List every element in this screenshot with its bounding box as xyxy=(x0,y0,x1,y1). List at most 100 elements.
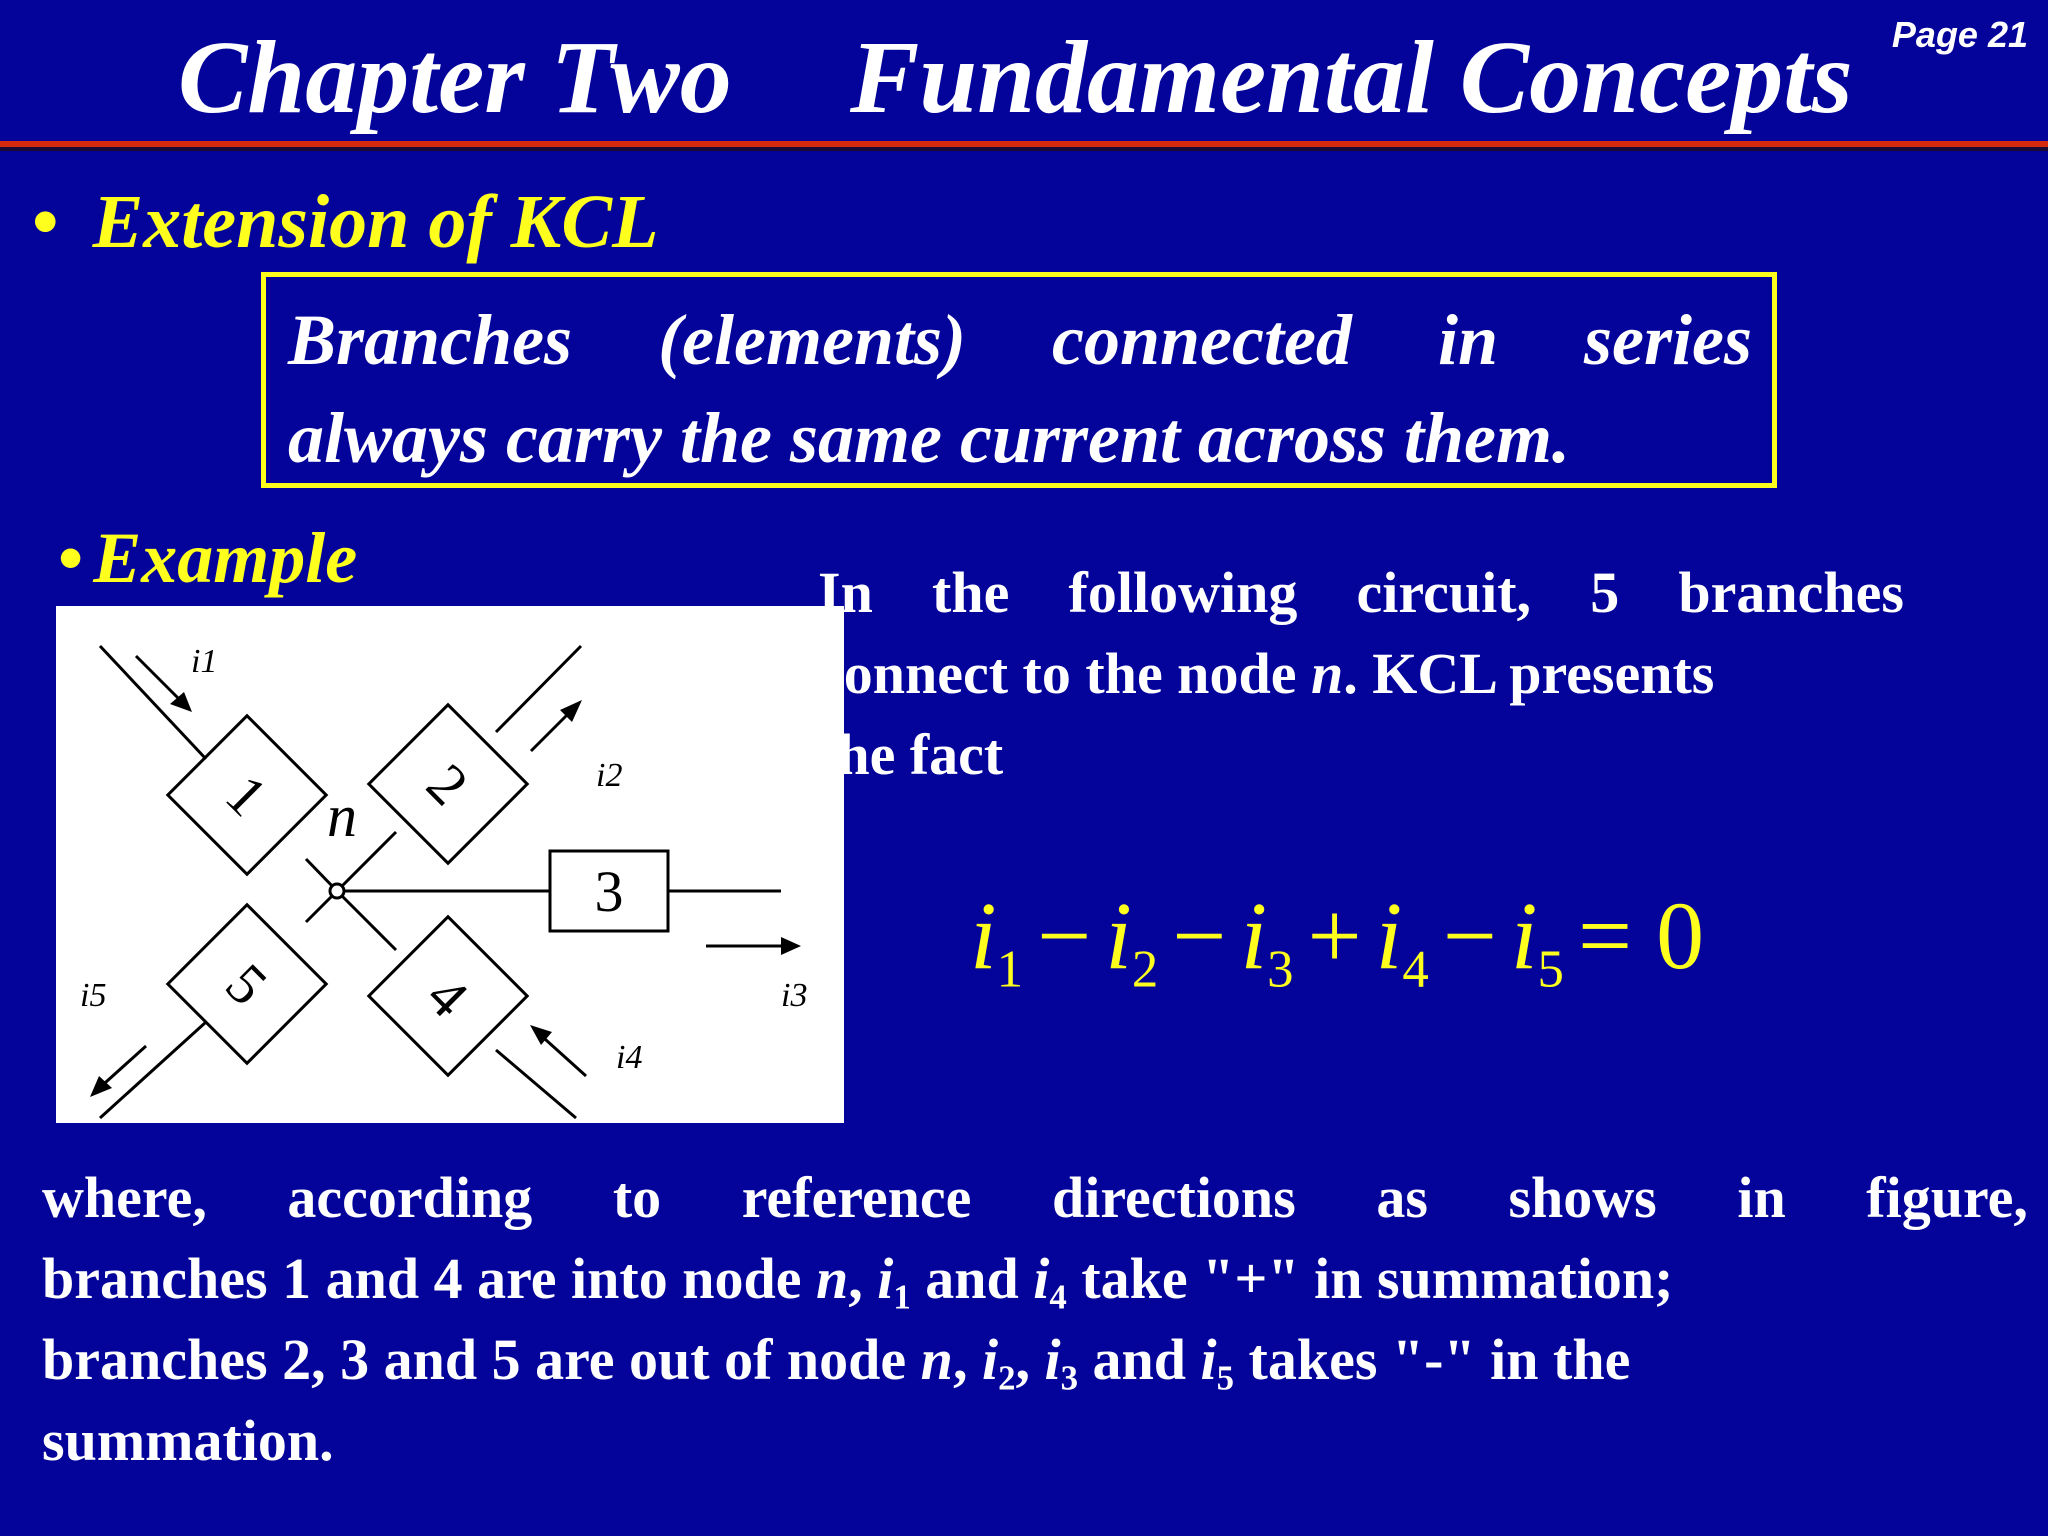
wire-2 xyxy=(335,830,398,893)
explanation-word: reference xyxy=(741,1165,972,1230)
bullet-example: •Example xyxy=(58,508,357,608)
page-number: Page 21 xyxy=(1891,14,2028,55)
lead-4 xyxy=(495,1048,577,1120)
node-variable: n xyxy=(815,1246,849,1311)
eq-var: i xyxy=(1105,882,1132,989)
explanation-line-2: branches 1 and 4 are into node n, i1 and… xyxy=(42,1238,2028,1319)
current-label-i2: i2 xyxy=(596,757,622,794)
definition-word: connected xyxy=(1052,300,1352,380)
eq-sub: 3 xyxy=(1267,940,1294,999)
node-variable: n xyxy=(920,1327,953,1392)
current-label-i1: i1 xyxy=(191,643,217,680)
explanation-word: in xyxy=(1737,1165,1786,1230)
current-variable: i xyxy=(1033,1246,1050,1311)
title-topic: Fundamental Concepts xyxy=(850,20,1853,135)
example-word: In xyxy=(818,560,873,625)
example-line-1: In the following circuit, 5 branches xyxy=(818,552,1904,633)
current-sub: 3 xyxy=(1060,1358,1078,1398)
example-text: . KCL presents xyxy=(1343,641,1715,706)
current-label-i4: i4 xyxy=(616,1039,642,1076)
element-label-4: 4 xyxy=(414,963,480,1029)
explanation-word: according xyxy=(287,1165,533,1230)
current-sub: 4 xyxy=(1049,1277,1067,1317)
explanation-line-4: summation. xyxy=(42,1408,334,1473)
element-box-5 xyxy=(165,902,329,1066)
header-rule-red xyxy=(0,141,2048,147)
current-variable: i xyxy=(981,1327,999,1392)
explanation-line-1: where, according to reference directions… xyxy=(42,1157,2028,1238)
current-variable: i xyxy=(1044,1327,1061,1392)
circuit-diagram: 1 2 3 4 5 n i1 i2 i3 i4 i5 xyxy=(56,606,844,1123)
explanation-text: and xyxy=(1078,1327,1201,1392)
definition-line-1: Branches (elements) connected in series xyxy=(288,291,1752,389)
eq-sub: 4 xyxy=(1402,940,1429,999)
arrowhead-i5 xyxy=(90,1076,112,1097)
arrowhead-i4 xyxy=(530,1025,552,1045)
kcl-equation: i1−i2−i3+i4−i5= 0 xyxy=(970,880,1718,996)
explanation-text: , xyxy=(952,1327,982,1392)
circuit-svg: 1 2 3 4 5 n i1 i2 i3 i4 i5 xyxy=(80,643,807,1120)
example-word: the xyxy=(932,560,1010,625)
lead-5 xyxy=(98,1020,208,1120)
eq-operator: − xyxy=(1037,882,1092,989)
bullet-example-label: Example xyxy=(93,518,358,598)
eq-operator: + xyxy=(1307,882,1362,989)
current-variable: i xyxy=(1200,1327,1217,1392)
explanation-word: as xyxy=(1376,1165,1428,1230)
arrowhead-i1 xyxy=(170,692,192,712)
eq-operator: − xyxy=(1442,882,1497,989)
example-line-3: the fact xyxy=(818,722,1004,787)
bullet-dot: • xyxy=(32,180,59,264)
bullet-extension-label: Extension of KCL xyxy=(92,180,659,264)
example-text: connect to the node xyxy=(818,641,1311,706)
eq-var: i xyxy=(970,882,997,989)
eq-sub: 1 xyxy=(996,940,1024,999)
slide-header: Chapter Two Fundamental Concepts Page 21 xyxy=(0,0,2048,140)
current-label-i3: i3 xyxy=(781,977,807,1014)
arrowhead-i3 xyxy=(781,937,801,955)
bullet-dot: • xyxy=(58,518,84,598)
element-label-1: 1 xyxy=(213,762,279,828)
element-label-2: 2 xyxy=(414,751,480,817)
explanation-text: branches 2, 3 and 5 are out of node xyxy=(42,1327,921,1392)
example-word: branches xyxy=(1678,560,1904,625)
node-label: n xyxy=(327,783,357,849)
example-description: In the following circuit, 5 branches con… xyxy=(818,552,1904,795)
bullet-extension-of-kcl: • Extension of KCL xyxy=(32,172,659,272)
explanation-line-3: branches 2, 3 and 5 are out of node n, i… xyxy=(42,1319,2028,1400)
current-label-i5: i5 xyxy=(80,977,106,1014)
explanation-word: shows xyxy=(1508,1165,1657,1230)
explanation-word: to xyxy=(612,1165,662,1230)
explanation-text: branches 1 and 4 are into node xyxy=(42,1246,816,1311)
explanation-word: figure, xyxy=(1866,1165,2028,1230)
node-variable: n xyxy=(1310,641,1344,706)
eq-sub: 5 xyxy=(1537,940,1564,999)
explanation-word: where, xyxy=(42,1165,207,1230)
eq-rhs: = 0 xyxy=(1577,882,1705,989)
definition-word: Branches xyxy=(288,300,573,380)
node-dot xyxy=(328,882,346,900)
lead-2 xyxy=(494,644,583,734)
current-sub: 2 xyxy=(998,1358,1016,1398)
element-label-3: 3 xyxy=(595,859,624,924)
element-box-4 xyxy=(366,914,530,1078)
explanation-text: , xyxy=(1015,1327,1045,1392)
eq-var: i xyxy=(1510,882,1538,989)
header-rule-dark xyxy=(0,147,2048,151)
element-box-3 xyxy=(548,849,670,933)
element-label-5: 5 xyxy=(213,951,279,1017)
eq-var: i xyxy=(1375,882,1403,989)
definition-word: series xyxy=(1584,300,1752,380)
eq-sub: 2 xyxy=(1131,940,1159,999)
definition-box: Branches (elements) connected in series … xyxy=(261,272,1777,488)
wire-4 xyxy=(335,889,398,952)
arrowhead-i2 xyxy=(560,700,582,722)
explanation-text: take "+" in summation; xyxy=(1066,1246,1674,1311)
definition-line-2: always carry the same current across the… xyxy=(288,398,1571,478)
element-box-1 xyxy=(165,713,329,877)
lead-1 xyxy=(98,644,208,761)
explanation-word: directions xyxy=(1051,1165,1296,1230)
explanation-text: takes "-" in the xyxy=(1234,1327,1631,1392)
example-line-2: connect to the node n. KCL presents xyxy=(818,633,1904,714)
definition-word: (elements) xyxy=(658,300,966,380)
